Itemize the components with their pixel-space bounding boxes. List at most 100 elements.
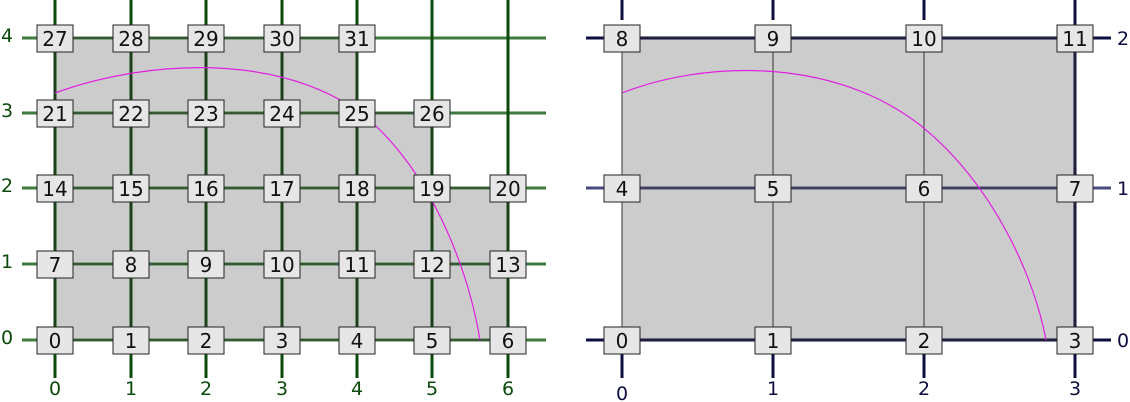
left-node-box	[36, 99, 74, 128]
left-node-box	[263, 99, 301, 128]
left-node-label: 16	[193, 177, 218, 201]
left-node-box	[36, 326, 74, 355]
left-node-label: 29	[193, 27, 218, 51]
left-node-box	[413, 174, 451, 203]
left-x-tick-label: 4	[351, 378, 363, 400]
left-node-box	[36, 250, 74, 279]
left-node-label: 31	[344, 27, 369, 51]
left-node-label: 25	[344, 102, 369, 126]
left-node-label: 3	[276, 329, 289, 353]
left-node-box	[187, 24, 225, 53]
left-node-box	[263, 24, 301, 53]
left-node-label: 13	[495, 253, 520, 277]
right-node-label: 6	[918, 177, 931, 201]
left-node-label: 30	[269, 27, 294, 51]
left-node-label: 2	[200, 329, 213, 353]
left-node-box	[338, 250, 376, 279]
right-node-label: 9	[767, 27, 780, 51]
left-node-label: 5	[426, 329, 439, 353]
right-node-box	[1056, 24, 1094, 53]
left-node-box	[187, 99, 225, 128]
left-node-label: 14	[42, 177, 67, 201]
left-node-box	[489, 174, 527, 203]
left-x-tick-label: 3	[276, 378, 288, 400]
left-node-box	[36, 174, 74, 203]
right-node-label: 7	[1069, 177, 1082, 201]
left-node-label: 9	[200, 253, 213, 277]
right-node-label: 1	[767, 329, 780, 353]
left-y-tick-label: 2	[1, 175, 13, 197]
right-node-label: 3	[1069, 329, 1082, 353]
left-node-label: 18	[344, 177, 369, 201]
left-node-label: 0	[49, 329, 62, 353]
left-node-box	[338, 326, 376, 355]
left-node-label: 1	[125, 329, 138, 353]
right-node-box	[754, 174, 792, 203]
right-x-tick-label: 3	[1069, 378, 1081, 400]
left-node-label: 19	[419, 177, 444, 201]
right-node-box	[754, 24, 792, 53]
left-node-label: 24	[269, 102, 294, 126]
right-node-box	[905, 174, 943, 203]
left-node-label: 17	[269, 177, 294, 201]
right-node-box	[603, 24, 641, 53]
left-node-box	[112, 326, 150, 355]
left-node-label: 28	[118, 27, 143, 51]
left-node-box	[489, 326, 527, 355]
left-node-label: 11	[344, 253, 369, 277]
left-node-label: 12	[419, 253, 444, 277]
left-node-box	[413, 250, 451, 279]
right-y-tick-label: 2	[1117, 28, 1129, 50]
left-x-tick-label: 5	[426, 378, 438, 400]
left-node-label: 10	[269, 253, 294, 277]
left-node-label: 27	[42, 27, 67, 51]
left-x-tick-label: 2	[200, 378, 212, 400]
right-node-label: 5	[767, 177, 780, 201]
left-node-box	[187, 250, 225, 279]
right-curve	[621, 69, 1047, 341]
right-x-tick-label: 1	[767, 378, 779, 400]
left-node-label: 23	[193, 102, 218, 126]
right-node-box	[603, 174, 641, 203]
left-node-label: 7	[49, 253, 62, 277]
left-node-label: 26	[419, 102, 444, 126]
left-node-box	[263, 326, 301, 355]
left-node-box	[489, 250, 527, 279]
right-node-box	[905, 326, 943, 355]
right-node-box	[603, 326, 641, 355]
left-node-box	[263, 250, 301, 279]
right-node-label: 10	[911, 27, 936, 51]
left-node-box	[338, 174, 376, 203]
left-node-label: 22	[118, 102, 143, 126]
left-node-label: 15	[118, 177, 143, 201]
left-node-box	[187, 326, 225, 355]
right-node-label: 2	[918, 329, 931, 353]
right-node-box	[754, 326, 792, 355]
left-node-box	[187, 174, 225, 203]
left-node-box	[413, 99, 451, 128]
left-node-box	[112, 99, 150, 128]
left-node-label: 4	[351, 329, 364, 353]
left-node-box	[413, 326, 451, 355]
right-node-label: 4	[616, 177, 629, 201]
left-node-box	[263, 174, 301, 203]
left-node-label: 8	[125, 253, 138, 277]
left-node-box	[112, 174, 150, 203]
left-x-tick-label: 6	[502, 378, 514, 400]
left-x-tick-label: 0	[49, 378, 61, 400]
right-node-box	[905, 24, 943, 53]
left-x-tick-label: 1	[125, 378, 137, 400]
left-node-box	[36, 24, 74, 53]
left-node-box	[338, 99, 376, 128]
left-y-tick-label: 3	[1, 100, 13, 122]
left-y-tick-label: 1	[1, 251, 13, 273]
left-node-box	[112, 250, 150, 279]
right-node-label: 8	[616, 27, 629, 51]
right-y-tick-label: 1	[1117, 178, 1129, 200]
left-node-label: 20	[495, 177, 520, 201]
left-node-box	[112, 24, 150, 53]
right-node-box	[1056, 326, 1094, 355]
